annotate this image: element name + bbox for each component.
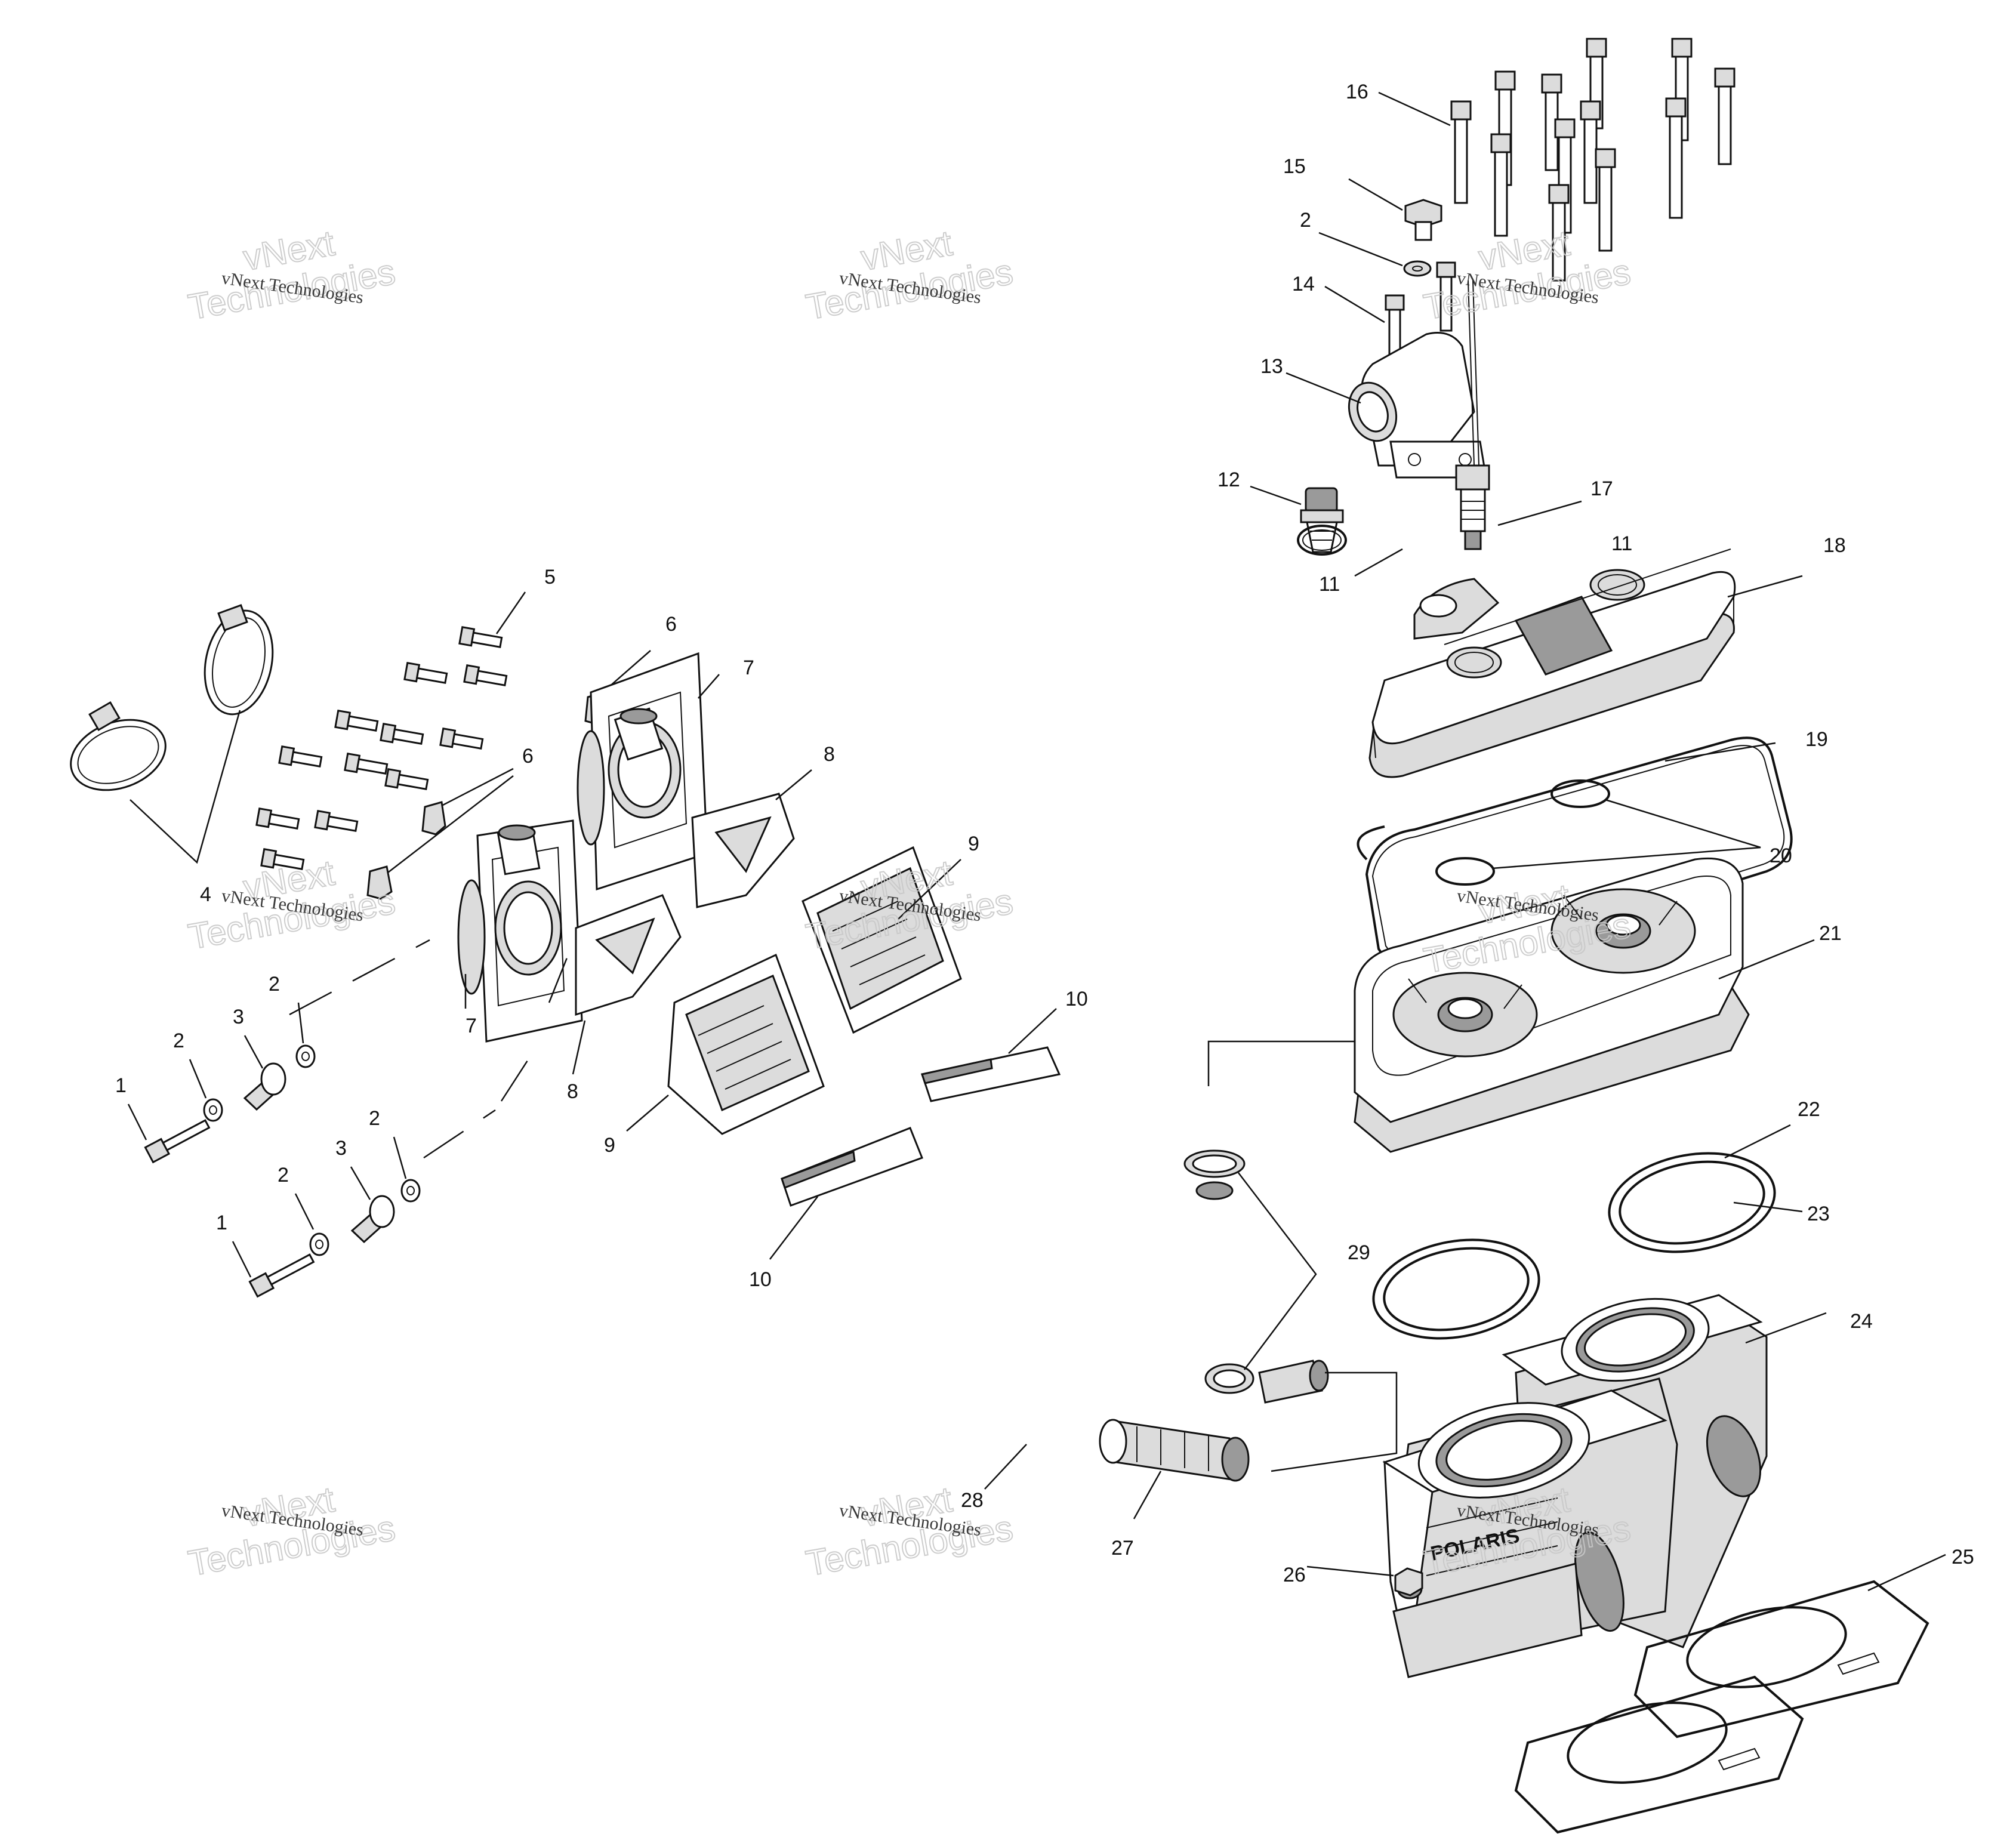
- hose-clamp-lower: [70, 701, 167, 791]
- washer: [1403, 260, 1432, 277]
- callout: 14: [1292, 273, 1315, 295]
- callout: 28: [961, 1489, 984, 1512]
- callout: 10: [1065, 988, 1088, 1010]
- cylinder-head-cover: [1368, 548, 1736, 778]
- o-ring-lower: [1435, 857, 1495, 886]
- reed-block-lower: [667, 953, 825, 1135]
- fastener-stack-lower: [248, 1179, 421, 1298]
- callout: 2: [269, 973, 280, 995]
- callout: 16: [1346, 81, 1368, 103]
- callout: 8: [567, 1080, 578, 1103]
- spacer-lower: [575, 894, 682, 1016]
- cylinder-nut: [1394, 1567, 1423, 1596]
- cylinder-head: [1354, 857, 1750, 1153]
- leader-clamps: [130, 710, 241, 864]
- callout: 8: [824, 743, 835, 766]
- cylinder-head-hardware: [1250, 38, 1736, 577]
- hose-clamp-upper: [204, 604, 274, 716]
- callout-labels: 1 1 2 2 2 2 2 3 3 4 5 6 6 7 7 8 8 9 9 10…: [115, 81, 1974, 1586]
- callout: 2: [173, 1029, 184, 1052]
- cylinder-gaskets: [1372, 1152, 1776, 1340]
- callout: 9: [604, 1134, 615, 1157]
- callout: 21: [1819, 922, 1842, 945]
- callout: 11: [1611, 532, 1632, 555]
- spacer-upper: [691, 793, 795, 908]
- callout: 15: [1283, 155, 1306, 178]
- thermostat: [1300, 487, 1344, 553]
- callout: 9: [968, 833, 979, 855]
- callout: 26: [1283, 1564, 1306, 1586]
- callout: 13: [1260, 355, 1283, 378]
- callout: 25: [1952, 1546, 1974, 1568]
- callout: 2: [1300, 209, 1311, 232]
- callout: 27: [1111, 1537, 1134, 1559]
- fastener-stack-upper: [144, 1044, 316, 1164]
- callout: 1: [216, 1212, 227, 1234]
- water-outlet-elbow: [1348, 332, 1487, 479]
- reed-petal-lower: [781, 1127, 923, 1207]
- callout: 5: [544, 566, 556, 588]
- callout: 19: [1805, 728, 1828, 751]
- callout: 6: [522, 745, 534, 767]
- flange-nut: [1404, 199, 1442, 241]
- callout: 23: [1807, 1203, 1830, 1225]
- callout: 7: [466, 1015, 477, 1037]
- bolt-group: [255, 626, 508, 870]
- intake-manifold-lower: [457, 819, 583, 1043]
- o-ring: [1297, 525, 1347, 556]
- callout: 11: [1319, 573, 1340, 596]
- callout: 3: [335, 1137, 347, 1160]
- base-gaskets: [1514, 1580, 1929, 1834]
- cylinder-block: POLARIS: [1382, 1294, 1768, 1678]
- intake-manifold-upper: [577, 652, 708, 891]
- head-bolts: [1450, 38, 1736, 282]
- reed-petal-upper: [921, 1046, 1061, 1102]
- callout: 29: [1348, 1241, 1370, 1264]
- o-ring-upper: [1550, 779, 1610, 808]
- reed-block-upper: [802, 846, 962, 1034]
- callout: 6: [665, 613, 677, 636]
- coolant-hose-assembly: [991, 1149, 1329, 1484]
- callout: 4: [200, 883, 211, 906]
- callout: 12: [1217, 468, 1240, 491]
- callout: 18: [1823, 534, 1846, 557]
- callout: 22: [1798, 1098, 1820, 1121]
- callout: 17: [1590, 477, 1613, 500]
- callout: 24: [1850, 1310, 1873, 1333]
- intake-assembly: [70, 591, 1061, 1298]
- clip-lower: [366, 865, 393, 900]
- temperature-sensor: [1455, 280, 1490, 550]
- callout: 10: [749, 1268, 772, 1291]
- studs: [1385, 261, 1456, 365]
- callout: 1: [115, 1074, 127, 1097]
- callout: 3: [233, 1006, 244, 1028]
- callout: 20: [1770, 844, 1792, 867]
- callout: 7: [743, 656, 754, 679]
- clip-mid: [421, 801, 446, 836]
- callout: 2: [369, 1107, 380, 1130]
- callout: 2: [278, 1164, 289, 1186]
